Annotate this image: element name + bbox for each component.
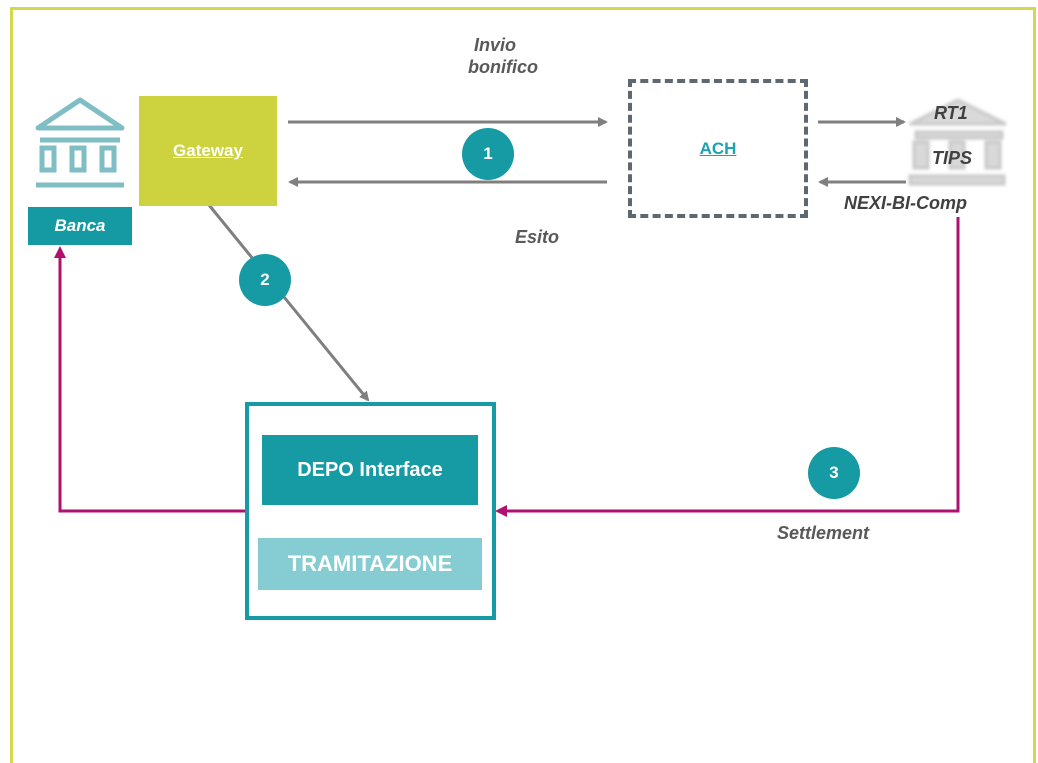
tips-label: TIPS bbox=[932, 148, 973, 168]
gateway-link[interactable]: Gateway bbox=[173, 141, 243, 160]
banca-label: Banca bbox=[54, 216, 106, 235]
ach-box[interactable]: ACH bbox=[628, 79, 808, 218]
invio-line1: Invio bbox=[474, 35, 517, 55]
gateway-box[interactable]: Gateway bbox=[139, 96, 277, 206]
banca-badge: Banca bbox=[28, 207, 132, 245]
depo-interface-label: DEPO Interface bbox=[297, 458, 443, 481]
arrow-to-banca bbox=[54, 246, 245, 513]
settlement-label: Settlement bbox=[777, 523, 870, 543]
esito-label: Esito bbox=[515, 227, 560, 247]
step-3-badge: 3 bbox=[808, 447, 860, 499]
depo-interface-box: DEPO Interface bbox=[262, 435, 478, 505]
depo-container bbox=[245, 402, 496, 620]
arrow-settlement bbox=[495, 217, 960, 517]
outer-frame bbox=[10, 7, 1036, 763]
invio-bonifico-label: Invio bonifico bbox=[468, 34, 538, 78]
tramitazione-label: TRAMITAZIONE bbox=[287, 551, 453, 576]
tramitazione-box: TRAMITAZIONE bbox=[258, 538, 482, 590]
rt1-label: RT1 bbox=[934, 103, 968, 123]
arrow-gateway-depo bbox=[207, 204, 370, 402]
ach-link[interactable]: ACH bbox=[699, 138, 737, 158]
step-1-badge: 1 bbox=[462, 128, 514, 180]
step-2-badge: 2 bbox=[239, 254, 291, 306]
invio-line2: bonifico bbox=[468, 57, 538, 77]
nexi-bi-comp-label: NEXI-BI-Comp bbox=[844, 193, 967, 213]
bank-icon bbox=[35, 97, 125, 188]
bank-blurred-icon bbox=[908, 98, 1007, 186]
